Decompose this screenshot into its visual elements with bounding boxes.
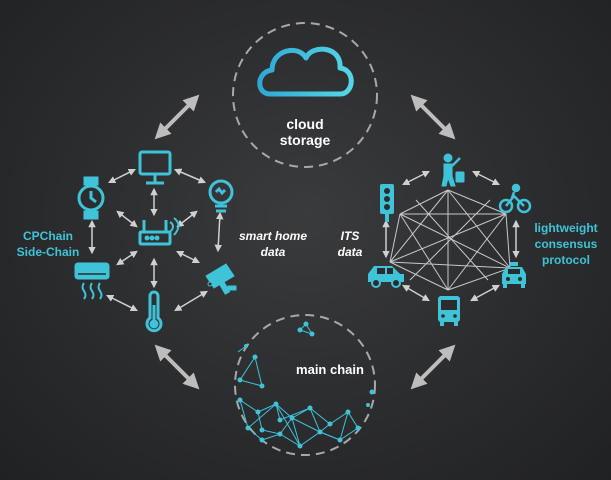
arrow-cloud-right <box>410 94 456 140</box>
smart-home-label-line1: smart home <box>238 229 308 243</box>
arrow-cloud-left <box>154 94 200 140</box>
main-chain-label: main chain <box>290 362 370 378</box>
its-label-line1: ITS <box>340 229 360 243</box>
air-conditioner-icon <box>74 262 110 300</box>
smart-home-label-line2: data <box>260 245 286 259</box>
right-cluster-mesh <box>389 189 511 291</box>
right-cluster-links <box>382 170 520 302</box>
bus-icon <box>438 296 460 326</box>
cloud-storage-label: cloud storage <box>265 116 345 148</box>
lightbulb-icon <box>208 179 234 213</box>
cloud-icon <box>257 46 354 97</box>
watch-icon <box>77 176 105 220</box>
router-icon <box>138 217 180 246</box>
bicycle-icon <box>498 183 532 214</box>
cloud-storage-label-line1: cloud <box>286 116 324 132</box>
its-label-line2: data <box>337 245 363 259</box>
pedestrian-icon <box>441 153 465 187</box>
cloud-storage-label-line2: storage <box>279 132 331 148</box>
cloud-storage-node <box>232 22 378 168</box>
car-icon <box>368 266 404 288</box>
taxi-icon <box>502 262 526 288</box>
left-cluster-links <box>88 168 224 312</box>
main-chain-node <box>234 314 376 456</box>
arrow-left-main <box>154 344 200 390</box>
traffic-light-icon <box>380 184 394 222</box>
thermometer-icon <box>145 290 163 333</box>
arrow-right-main <box>410 344 456 390</box>
consensus-label-line1: lightweight <box>534 221 598 235</box>
main-chain-label-text: main chain <box>296 362 364 377</box>
consensus-label-line3: protocol <box>542 253 590 267</box>
smart-home-data-label: smart home data <box>234 228 312 260</box>
network-graph-icon <box>237 321 375 449</box>
cpchain-label-line2: Side-Chain <box>16 245 80 259</box>
cpchain-label-line1: CPChain <box>22 229 73 243</box>
consensus-label-line2: consensus <box>534 237 598 251</box>
lightweight-consensus-label: lightweight consensus protocol <box>526 220 606 268</box>
its-data-label: ITS data <box>330 228 370 260</box>
flow-arrows <box>154 94 456 390</box>
cpchain-side-chain-label: CPChain Side-Chain <box>10 228 86 260</box>
security-camera-icon <box>205 263 237 295</box>
monitor-icon <box>138 150 172 185</box>
